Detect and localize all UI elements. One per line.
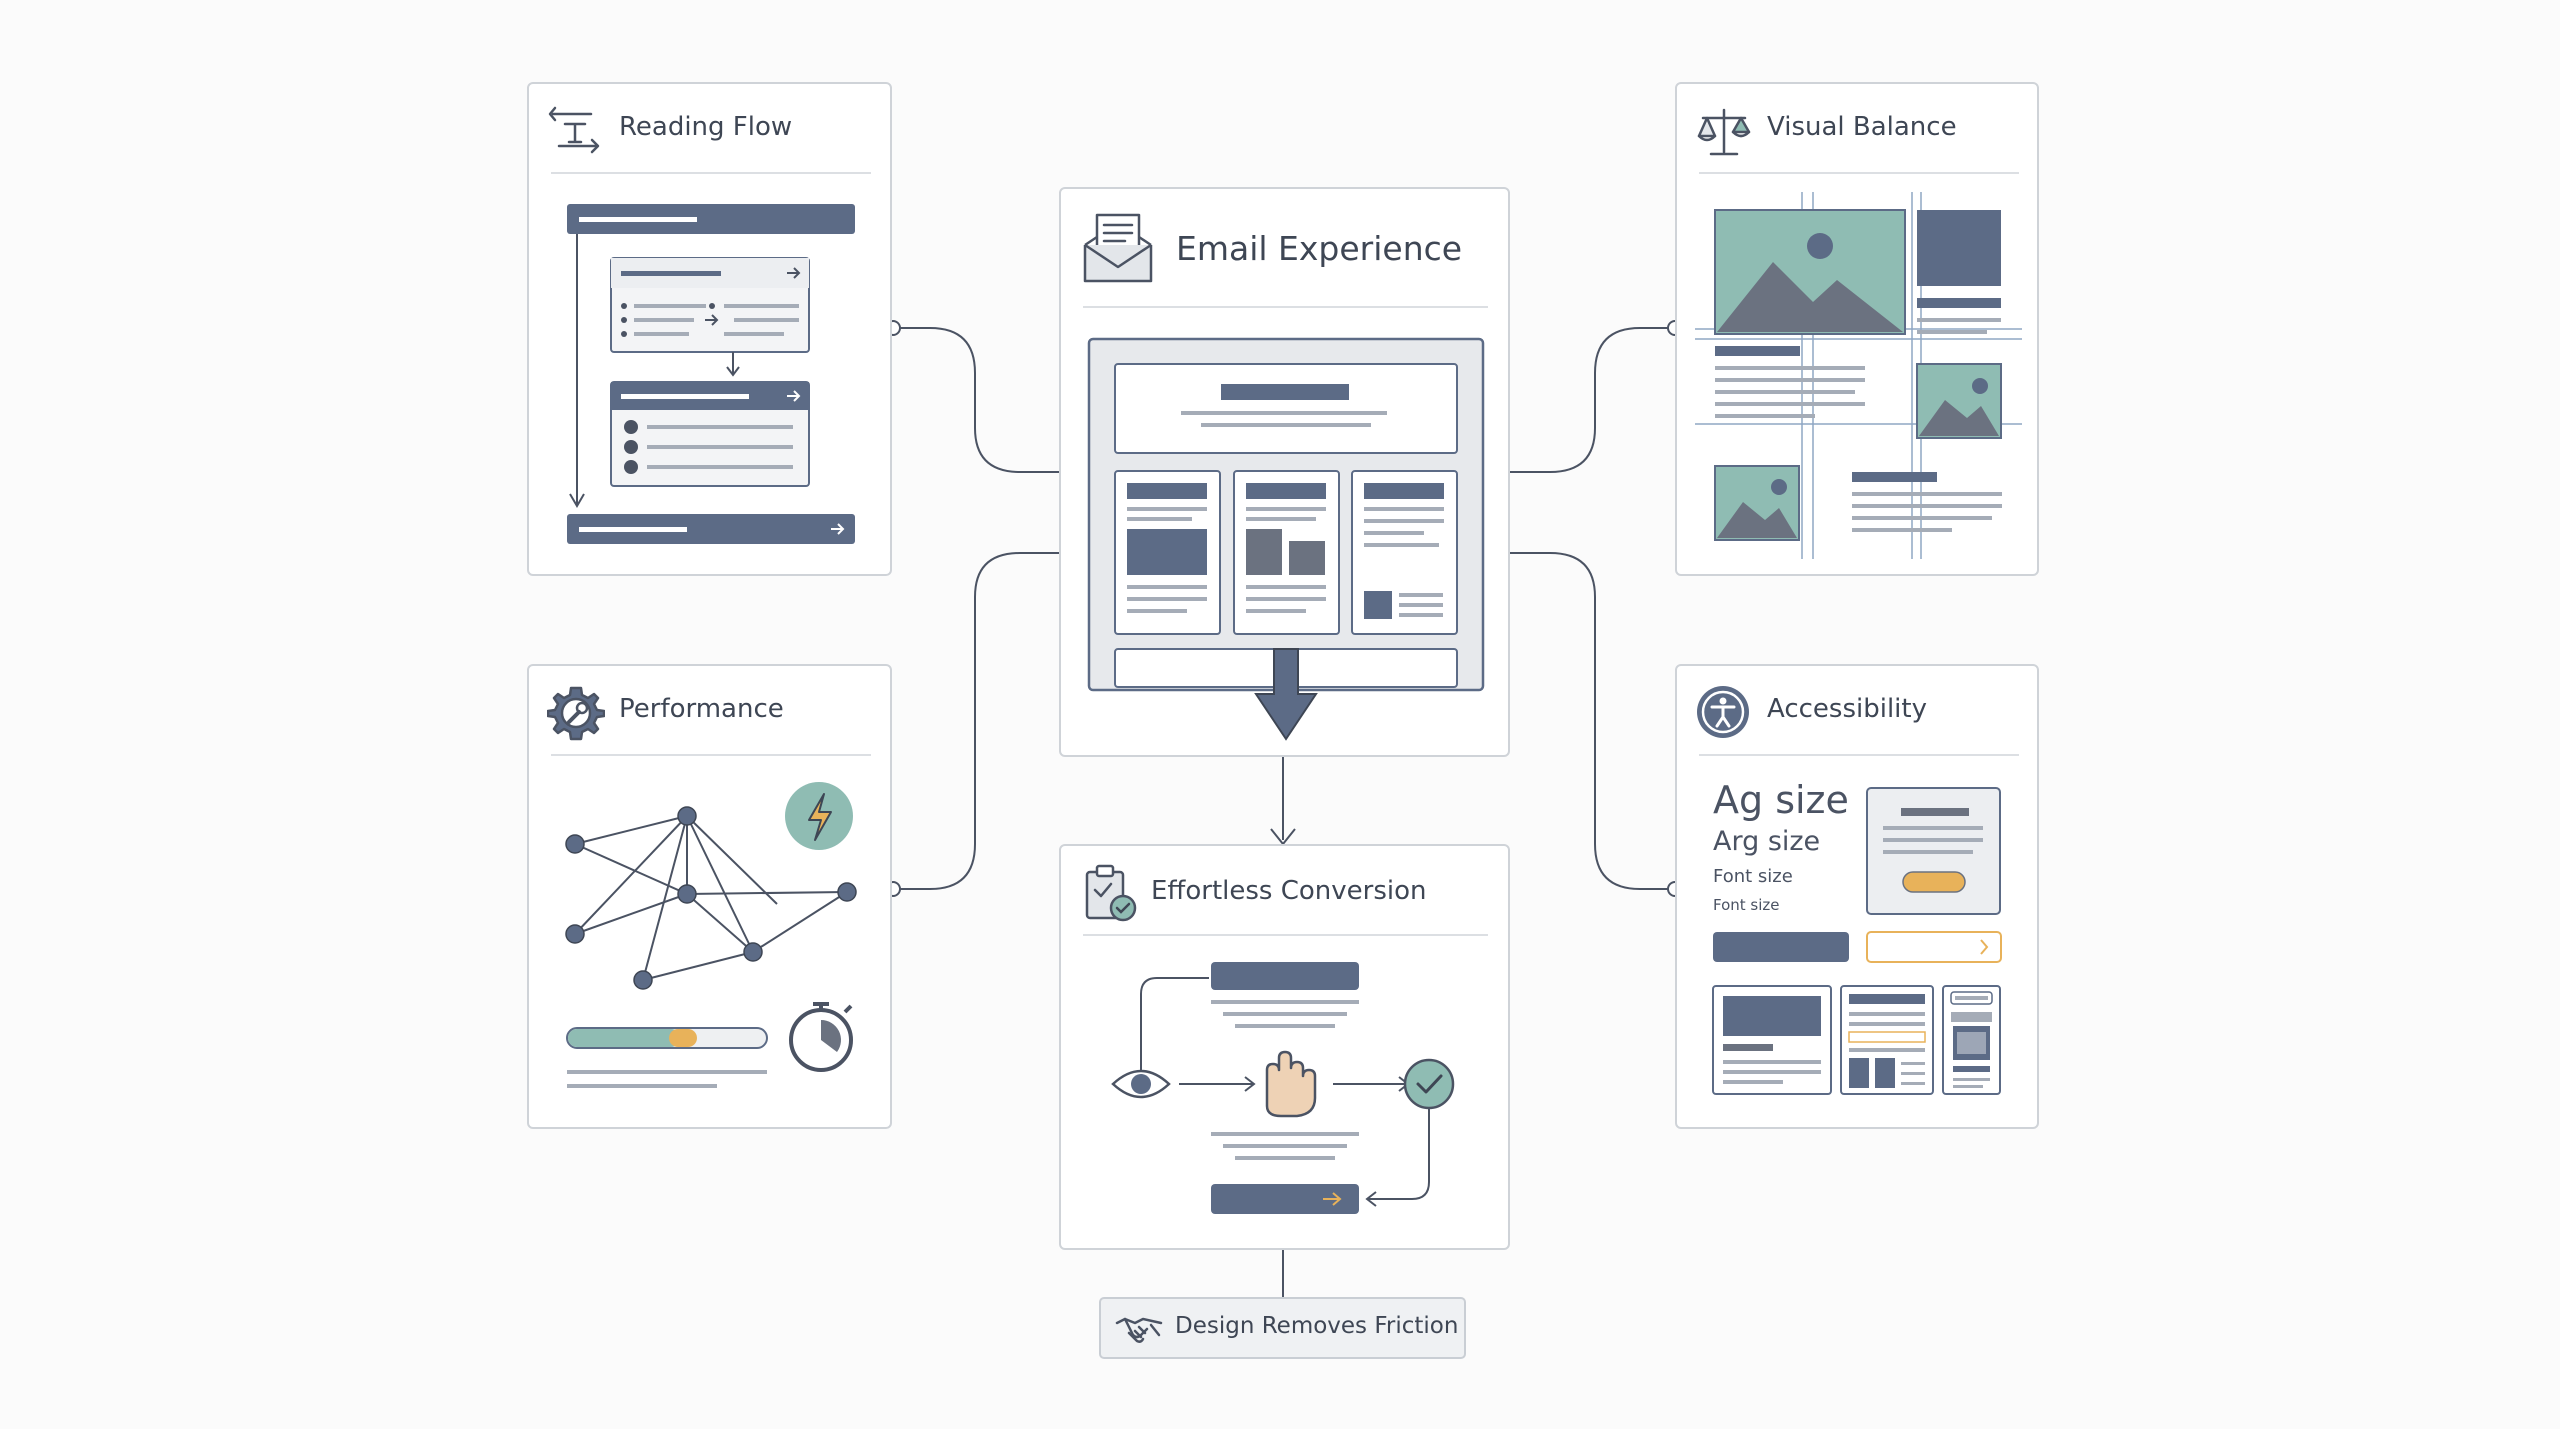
card-title: Accessibility [1767, 694, 1927, 724]
card-title: Visual Balance [1767, 112, 1957, 142]
font-size-sample-md: Font size [1713, 866, 1793, 887]
card-title: Reading Flow [619, 112, 793, 142]
font-size-sample-lg: Arg size [1713, 826, 1821, 857]
envelope-icon [1083, 213, 1153, 283]
card-title: Performance [619, 694, 784, 724]
reading-flow-illustration [567, 204, 855, 544]
performance-card: Performance [527, 664, 892, 1129]
card-title: Effortless Conversion [1151, 876, 1427, 906]
effortless-conversion-card: Effortless Conversion [1059, 844, 1510, 1250]
accessibility-icon [1697, 686, 1749, 738]
font-size-sample-xl: Ag size [1713, 778, 1849, 822]
email-layout-illustration [1087, 337, 1485, 741]
handshake-icon [1115, 1317, 1163, 1343]
accessibility-card: Accessibility Ag size Arg size Font size… [1675, 664, 2039, 1129]
card-divider [551, 172, 871, 174]
card-divider [551, 754, 871, 756]
clipboard-check-icon [1085, 864, 1137, 922]
card-divider [1083, 306, 1488, 308]
card-title: Email Experience [1176, 229, 1463, 268]
reading-flow-card: Reading Flow [527, 82, 892, 576]
design-removes-friction-badge: Design Removes Friction [1099, 1297, 1466, 1359]
conversion-flow-illustration [1111, 962, 1455, 1214]
performance-illustration [565, 782, 857, 1088]
visual-balance-card: Visual Balance [1675, 82, 2039, 576]
card-divider [1699, 172, 2019, 174]
card-divider [1699, 754, 2019, 756]
footer-label: Design Removes Friction [1175, 1313, 1459, 1339]
accessibility-illustration [1712, 787, 2002, 1095]
gear-wrench-icon [547, 686, 605, 741]
card-divider [1083, 934, 1488, 936]
text-flow-icon [548, 106, 600, 154]
scales-icon [1697, 108, 1751, 156]
balanced-layout-illustration [1695, 192, 2022, 559]
email-experience-card: Email Experience [1059, 187, 1510, 757]
font-size-sample-sm: Font size [1713, 896, 1780, 914]
